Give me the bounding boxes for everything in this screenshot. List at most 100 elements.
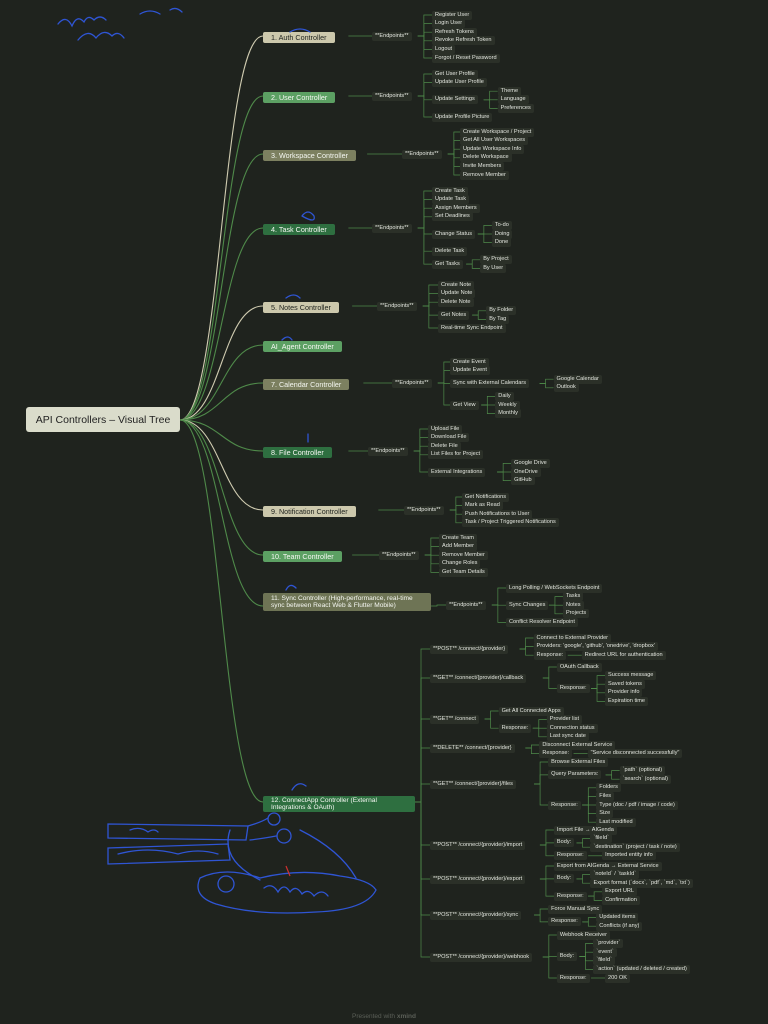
subleaf-c12-2-1-1[interactable]: Connection status (546, 723, 598, 733)
group-c12-7[interactable]: **POST** /connect/{provider}/sync (430, 910, 522, 920)
leaf-c3-0-2[interactable]: Update Workspace Info (460, 144, 525, 154)
subleaf-c12-7-1-1[interactable]: Conflicts (if any) (596, 921, 643, 931)
leaf-c2-0-3[interactable]: Update Profile Picture (432, 112, 493, 122)
leaf-c1-0-5[interactable]: Forgot / Reset Password (432, 53, 500, 63)
subleaf-c12-4-1-1[interactable]: `search` (optional) (619, 774, 671, 784)
group-c10-0[interactable]: **Endpoints** (379, 550, 419, 560)
leaf-c12-8-0[interactable]: Webhook Receiver (556, 930, 610, 940)
leaf-c12-3-1[interactable]: Response: (539, 749, 573, 759)
leaf-c12-4-0[interactable]: Browse External Files (548, 757, 609, 767)
leaf-c3-0-3[interactable]: Delete Workspace (460, 153, 512, 163)
subleaf-c12-1-1-2[interactable]: Provider info (605, 688, 643, 698)
controller-c12[interactable]: 12. ConnectApp Controller (External Inte… (263, 796, 415, 812)
subleaf-c12-8-1-3[interactable]: `action` (updated / deleted / created) (593, 964, 690, 974)
leaf-c4-0-0[interactable]: Create Task (432, 186, 468, 196)
subleaf-c11-0-1-1[interactable]: Notes (562, 600, 584, 610)
leaf-c12-5-1[interactable]: Body: (553, 838, 575, 848)
subleaf-c12-8-1-2[interactable]: `fileId` (593, 956, 615, 966)
subleaf-c12-2-1-2[interactable]: Last sync date (546, 732, 589, 742)
subleaf-c4-0-4-0[interactable]: To-do (491, 220, 512, 230)
subleaf-c12-3-1-0[interactable]: "Service disconnected successfully" (587, 749, 683, 759)
subleaf-c2-0-2-0[interactable]: Theme (497, 86, 522, 96)
subleaf-c12-6-2-1[interactable]: Confirmation (602, 895, 640, 905)
controller-c1[interactable]: 1. Auth Controller (263, 31, 335, 43)
group-c12-0[interactable]: **POST** /connect/{provider} (430, 644, 509, 654)
leaf-c7-0-3[interactable]: Get View (450, 400, 479, 410)
leaf-c8-0-3[interactable]: List Files for Project (428, 450, 484, 460)
leaf-c12-2-0[interactable]: Get All Connected Apps (498, 706, 564, 716)
subleaf-c12-0-2-0[interactable]: Redirect URL for authentication (581, 650, 666, 660)
leaf-c5-0-4[interactable]: Real-time Sync Endpoint (438, 323, 506, 333)
group-c12-1[interactable]: **GET** /connect/{provider}/callback (430, 673, 527, 683)
leaf-c12-7-1[interactable]: Response: (548, 917, 581, 927)
controller-c10[interactable]: 10. Team Controller (263, 550, 342, 562)
group-c4-0[interactable]: **Endpoints** (372, 223, 412, 233)
controller-c2[interactable]: 2. User Controller (263, 91, 336, 103)
leaf-c1-0-4[interactable]: Logout (432, 44, 456, 54)
subleaf-c12-4-2-3[interactable]: Size (596, 809, 614, 819)
leaf-c12-0-2[interactable]: Response: (533, 650, 567, 660)
subleaf-c12-4-2-2[interactable]: Type (doc / pdf / image / code) (596, 800, 678, 810)
subleaf-c12-5-1-1[interactable]: `destination` (project / task / note) (590, 842, 680, 852)
leaf-c2-0-2[interactable]: Update Settings (432, 95, 478, 105)
subleaf-c4-0-4-1[interactable]: Doing (491, 229, 513, 239)
group-c12-4[interactable]: **GET** /connect/{provider}/files (430, 779, 516, 789)
subleaf-c12-6-1-1[interactable]: Export format (`docx`, `pdf`, `md`, `txt… (590, 878, 693, 888)
subleaf-c12-5-2-0[interactable]: Imported entity info (602, 851, 656, 861)
subleaf-c12-8-1-0[interactable]: `provider` (593, 939, 624, 949)
controller-c8[interactable]: 8. File Controller (263, 446, 332, 458)
leaf-c12-5-0[interactable]: Import File → AIGenda (553, 825, 617, 835)
subleaf-c12-8-2-0[interactable]: 200 OK (605, 973, 631, 983)
leaf-c8-0-0[interactable]: Upload File (428, 424, 463, 434)
subleaf-c2-0-2-2[interactable]: Preferences (497, 103, 534, 113)
leaf-c12-0-1[interactable]: Providers: 'google', 'github', 'onedrive… (533, 642, 658, 652)
subleaf-c12-6-1-0[interactable]: `noteId` / `taskId` (590, 870, 640, 880)
leaf-c4-0-1[interactable]: Update Task (432, 195, 469, 205)
controller-c9[interactable]: 9. Notification Controller (263, 505, 356, 517)
leaf-c3-0-5[interactable]: Remove Member (460, 170, 509, 180)
leaf-c1-0-0[interactable]: Register User (432, 10, 473, 20)
leaf-c8-0-2[interactable]: Delete File (428, 441, 461, 451)
leaf-c12-1-0[interactable]: OAuth Callback (556, 662, 602, 672)
leaf-c12-1-1[interactable]: Response: (556, 684, 590, 693)
leaf-c11-0-0[interactable]: Long Polling / WebSockets Endpoint (506, 583, 603, 593)
subleaf-c2-0-2-1[interactable]: Language (497, 95, 529, 105)
subleaf-c12-1-1-3[interactable]: Expiration time (605, 696, 649, 706)
leaf-c4-0-4[interactable]: Change Status (432, 229, 476, 239)
leaf-c12-5-2[interactable]: Response: (553, 851, 587, 861)
controller-c11[interactable]: 11. Sync Controller (High-performance, r… (263, 593, 431, 611)
leaf-c11-0-1[interactable]: Sync Changes (506, 600, 549, 610)
subleaf-c7-0-3-1[interactable]: Weekly (495, 400, 520, 410)
leaf-c1-0-2[interactable]: Refresh Tokens (432, 27, 477, 37)
subleaf-c12-4-2-4[interactable]: Last modified (596, 817, 636, 827)
leaf-c1-0-1[interactable]: Login User (432, 19, 466, 29)
leaf-c2-0-1[interactable]: Update User Profile (432, 78, 487, 88)
leaf-c9-0-2[interactable]: Push Notifications to User (462, 509, 533, 519)
leaf-c5-0-1[interactable]: Update Note (438, 289, 476, 299)
subleaf-c8-0-4-2[interactable]: GitHub (511, 476, 535, 486)
leaf-c10-0-4[interactable]: Get Team Details (439, 567, 488, 577)
subleaf-c4-0-6-1[interactable]: By User (480, 263, 507, 273)
leaf-c10-0-0[interactable]: Create Team (439, 533, 477, 543)
controller-c3[interactable]: 3. Workspace Controller (263, 149, 356, 161)
controller-c7[interactable]: 7. Calendar Controller (263, 378, 350, 390)
leaf-c9-0-0[interactable]: Get Notifications (462, 492, 510, 502)
subleaf-c11-0-1-2[interactable]: Projects (562, 609, 590, 619)
group-c3-0[interactable]: **Endpoints** (402, 149, 442, 159)
group-c7-0[interactable]: **Endpoints** (392, 378, 432, 388)
leaf-c12-4-1[interactable]: Query Parameters: (548, 770, 602, 780)
leaf-c4-0-2[interactable]: Assign Members (432, 203, 480, 213)
controller-c5[interactable]: 5. Notes Controller (263, 301, 339, 313)
subleaf-c7-0-2-0[interactable]: Google Calendar (553, 374, 602, 384)
leaf-c2-0-0[interactable]: Get User Profile (432, 69, 478, 79)
subleaf-c11-0-1-0[interactable]: Tasks (562, 592, 584, 602)
controller-c4[interactable]: 4. Task Controller (263, 223, 335, 235)
leaf-c11-0-2[interactable]: Conflict Resolver Endpoint (506, 617, 578, 627)
subleaf-c8-0-4-0[interactable]: Google Drive (511, 458, 550, 468)
leaf-c1-0-3[interactable]: Revoke Refresh Token (432, 36, 495, 46)
leaf-c12-6-0[interactable]: Export from AIGenda → External Service (553, 861, 662, 871)
leaf-c7-0-0[interactable]: Create Event (450, 357, 489, 367)
root-topic[interactable]: API Controllers – Visual Tree (26, 407, 180, 432)
subleaf-c8-0-4-1[interactable]: OneDrive (511, 467, 541, 477)
leaf-c5-0-0[interactable]: Create Note (438, 280, 475, 290)
